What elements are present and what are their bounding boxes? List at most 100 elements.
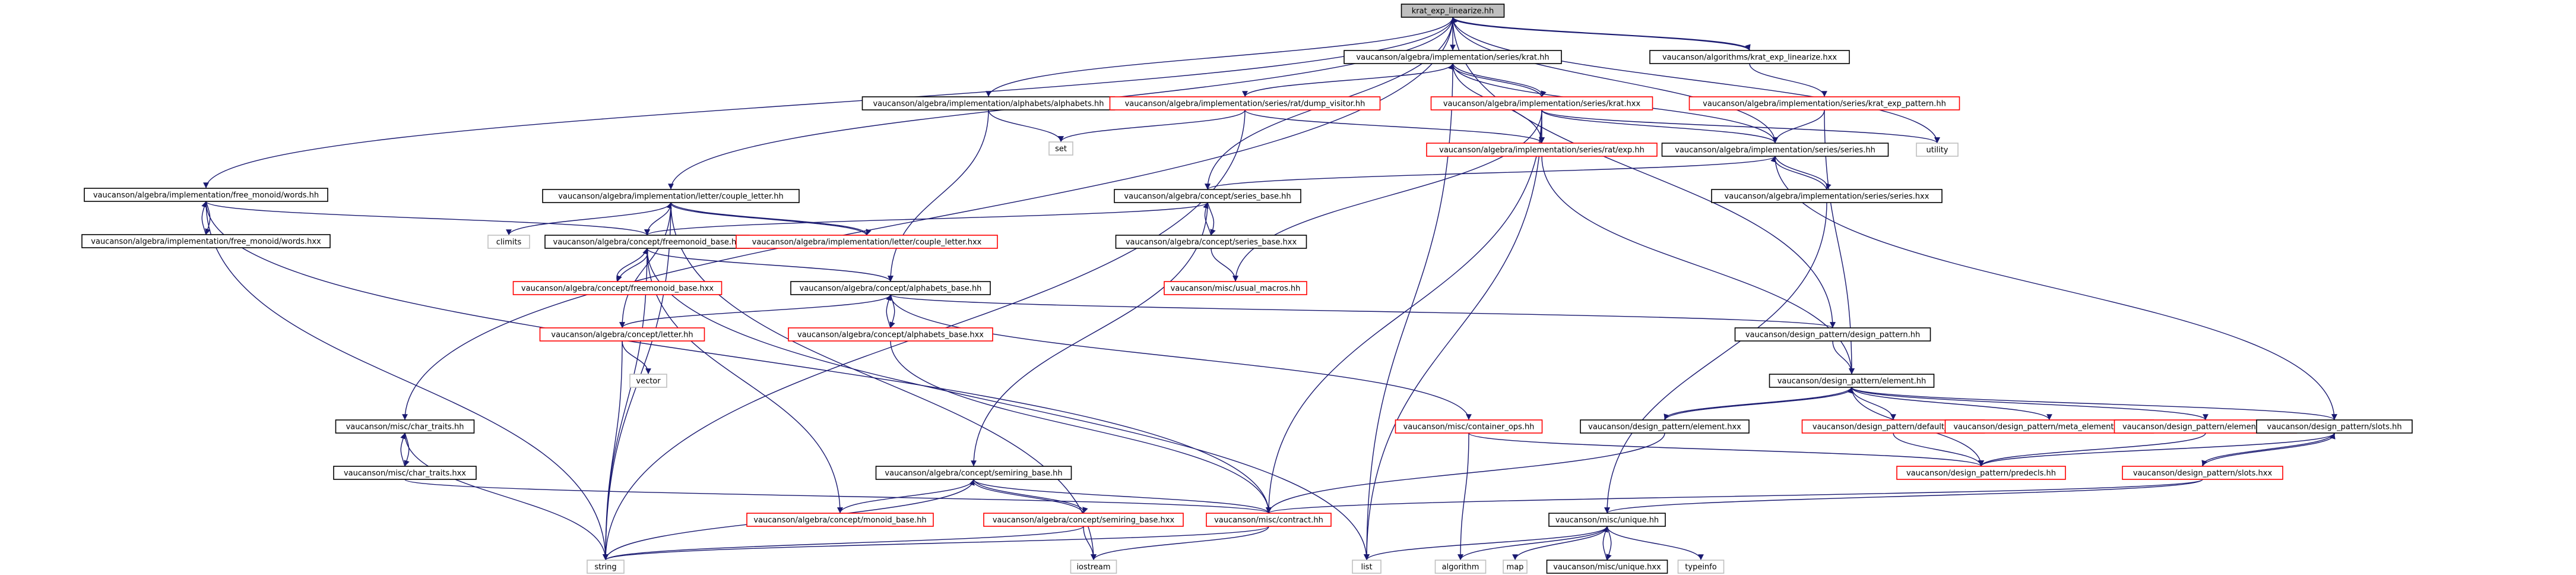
node-label-element_ops: vaucanson/design_pattern/element_ops.hh bbox=[2122, 423, 2289, 432]
node-usual_macros[interactable]: vaucanson/misc/usual_macros.hh bbox=[1164, 281, 1307, 295]
node-label-climits: climits bbox=[496, 238, 522, 247]
node-label-krat_exp_lin_hxx: vaucanson/algorithms/krat_exp_linearize.… bbox=[1662, 53, 1837, 62]
edge-krat_hxx-to-usual_macros bbox=[1232, 109, 1542, 282]
edge-series_hh-to-series_hxx bbox=[1775, 156, 1832, 190]
edge-default_ops-to-predecls bbox=[1893, 432, 1984, 467]
node-couple_letter_hh[interactable]: vaucanson/algebra/implementation/letter/… bbox=[542, 189, 800, 203]
node-box-letter_hh bbox=[539, 327, 705, 342]
edge-letter_hh-to-vector bbox=[622, 340, 651, 375]
edge-dump_visitor-to-exp_hh bbox=[1244, 109, 1545, 144]
node-dump_visitor[interactable]: vaucanson/algebra/implementation/series/… bbox=[1109, 96, 1381, 110]
edge-element_hxx-to-element_hh bbox=[1664, 387, 1853, 421]
node-element_hh[interactable]: vaucanson/design_pattern/element.hh bbox=[1769, 374, 1935, 388]
node-char_traits_hh[interactable]: vaucanson/misc/char_traits.hh bbox=[335, 419, 475, 434]
node-label-string: string bbox=[594, 563, 616, 572]
edge-alphabets_base_hxx-to-contract_hh bbox=[890, 340, 1272, 514]
edge-series_base_hh-to-semiring_base_hh bbox=[971, 202, 1208, 467]
edge-krat_hxx-to-utility bbox=[1541, 109, 1940, 144]
edge-design_pattern_hh-to-element_hh bbox=[1832, 340, 1855, 375]
node-box-couple_letter_hxx bbox=[736, 235, 998, 249]
node-alphabets_hh[interactable]: vaucanson/algebra/implementation/alphabe… bbox=[861, 96, 1116, 110]
node-semiring_base_hxx[interactable]: vaucanson/algebra/concept/semiring_base.… bbox=[983, 513, 1184, 527]
edge-krat_hxx-to-contract_hh bbox=[1266, 109, 1542, 514]
node-couple_letter_hxx[interactable]: vaucanson/algebra/implementation/letter/… bbox=[736, 235, 998, 249]
node-label-alphabets_base_hh: vaucanson/algebra/concept/alphabets_base… bbox=[800, 285, 982, 293]
edge-contract_hh-to-iostream bbox=[1091, 526, 1269, 561]
node-design_pattern_hh[interactable]: vaucanson/design_pattern/design_pattern.… bbox=[1734, 327, 1931, 342]
edge-char_traits_hxx-to-contract_hh bbox=[404, 479, 1272, 514]
node-words_hh[interactable]: vaucanson/algebra/implementation/free_mo… bbox=[84, 188, 328, 202]
node-element_hxx[interactable]: vaucanson/design_pattern/element.hxx bbox=[1580, 419, 1750, 434]
node-series_base_hxx[interactable]: vaucanson/algebra/concept/series_base.hx… bbox=[1115, 235, 1307, 249]
node-krat_hh[interactable]: vaucanson/algebra/implementation/series/… bbox=[1344, 50, 1562, 64]
edge-words_hh-to-freemonoid_base_hh bbox=[205, 201, 650, 236]
node-label-root: krat_exp_linearize.hh bbox=[1412, 7, 1494, 16]
node-iostream: iostream bbox=[1070, 560, 1117, 574]
node-monoid_base_hh[interactable]: vaucanson/algebra/concept/monoid_base.hh bbox=[746, 513, 934, 527]
node-unique_hxx[interactable]: vaucanson/misc/unique.hxx bbox=[1546, 560, 1668, 574]
node-alphabets_base_hxx[interactable]: vaucanson/algebra/concept/alphabets_base… bbox=[788, 327, 993, 342]
node-label-char_traits_hh: vaucanson/misc/char_traits.hh bbox=[346, 423, 464, 432]
node-krat_hxx[interactable]: vaucanson/algebra/implementation/series/… bbox=[1430, 96, 1653, 110]
node-label-krat_hxx: vaucanson/algebra/implementation/series/… bbox=[1443, 100, 1641, 109]
edge-slots_hh-to-slots_hxx bbox=[2201, 432, 2335, 467]
edge-krat_exp_lin_hxx-to-krat_exp_pattern bbox=[1749, 63, 1827, 97]
node-box-vector bbox=[629, 374, 667, 388]
node-series_base_hh[interactable]: vaucanson/algebra/concept/series_base.hh bbox=[1114, 189, 1301, 203]
node-container_ops[interactable]: vaucanson/misc/container_ops.hh bbox=[1395, 419, 1543, 434]
node-label-words_hxx: vaucanson/algebra/implementation/free_mo… bbox=[91, 238, 321, 247]
node-slots_hh[interactable]: vaucanson/design_pattern/slots.hh bbox=[2256, 419, 2413, 434]
node-label-design_pattern_hh: vaucanson/design_pattern/design_pattern.… bbox=[1745, 331, 1920, 340]
node-slots_hxx[interactable]: vaucanson/design_pattern/slots.hxx bbox=[2122, 466, 2283, 480]
node-exp_hh[interactable]: vaucanson/algebra/implementation/series/… bbox=[1426, 143, 1658, 157]
edge-container_ops-to-predecls bbox=[1468, 432, 1984, 467]
node-char_traits_hxx[interactable]: vaucanson/misc/char_traits.hxx bbox=[333, 466, 477, 480]
node-box-slots_hh bbox=[2256, 419, 2413, 434]
node-algorithm: algorithm bbox=[1434, 560, 1487, 574]
edge-series_hxx-to-series_hh bbox=[1770, 156, 1827, 190]
node-box-string bbox=[587, 560, 625, 574]
node-box-contract_hh bbox=[1206, 513, 1332, 527]
edge-freemonoid_base_hh-to-freemonoid_base_hxx bbox=[616, 248, 648, 282]
edge-series_hh-to-series_base_hh bbox=[1205, 156, 1776, 190]
node-semiring_base_hh[interactable]: vaucanson/algebra/concept/semiring_base.… bbox=[875, 466, 1072, 480]
node-series_hh[interactable]: vaucanson/algebra/implementation/series/… bbox=[1661, 143, 1889, 157]
node-words_hxx[interactable]: vaucanson/algebra/implementation/free_mo… bbox=[81, 234, 331, 248]
edge-semiring_base_hxx-to-semiring_base_hh bbox=[969, 479, 1084, 514]
node-series_hxx[interactable]: vaucanson/algebra/implementation/series/… bbox=[1711, 189, 1943, 203]
node-predecls[interactable]: vaucanson/design_pattern/predecls.hh bbox=[1896, 466, 2066, 480]
node-default_ops[interactable]: vaucanson/design_pattern/default_ops.hh bbox=[1801, 419, 1985, 434]
node-box-predecls bbox=[1896, 466, 2066, 480]
edge-couple_letter_hh-to-climits bbox=[506, 202, 671, 236]
node-box-algorithm bbox=[1434, 560, 1487, 574]
node-label-iostream: iostream bbox=[1076, 563, 1110, 572]
node-box-alphabets_base_hh bbox=[790, 281, 991, 295]
edge-series_base_hxx-to-usual_macros bbox=[1211, 248, 1238, 282]
edge-alphabets_base_hh-to-design_pattern_hh bbox=[890, 294, 1836, 328]
edge-freemonoid_base_hh-to-list bbox=[647, 248, 1370, 561]
edge-series_hh-to-slots_hh bbox=[1775, 156, 2337, 421]
node-krat_exp_lin_hxx[interactable]: vaucanson/algorithms/krat_exp_linearize.… bbox=[1649, 50, 1850, 64]
node-box-alphabets_base_hxx bbox=[788, 327, 993, 342]
edge-unique_hh-to-algorithm bbox=[1457, 526, 1608, 561]
node-label-letter_hh: vaucanson/algebra/concept/letter.hh bbox=[551, 331, 693, 340]
node-letter_hh[interactable]: vaucanson/algebra/concept/letter.hh bbox=[539, 327, 705, 342]
node-krat_exp_pattern[interactable]: vaucanson/algebra/implementation/series/… bbox=[1688, 96, 1960, 110]
node-box-unique_hh bbox=[1548, 513, 1666, 527]
node-box-exp_hh bbox=[1426, 143, 1658, 157]
node-unique_hh[interactable]: vaucanson/misc/unique.hh bbox=[1548, 513, 1666, 527]
edge-freemonoid_base_hxx-to-freemonoid_base_hh bbox=[616, 248, 648, 282]
edge-couple_letter_hh-to-couple_letter_hxx bbox=[670, 202, 872, 236]
edge-char_traits_hxx-to-char_traits_hh bbox=[400, 432, 406, 467]
node-freemonoid_base_hh[interactable]: vaucanson/algebra/concept/freemonoid_bas… bbox=[544, 235, 750, 249]
node-alphabets_base_hh[interactable]: vaucanson/algebra/concept/alphabets_base… bbox=[790, 281, 991, 295]
node-freemonoid_base_hxx[interactable]: vaucanson/algebra/concept/freemonoid_bas… bbox=[512, 281, 723, 295]
edge-unique_hh-to-map bbox=[1512, 526, 1608, 561]
edge-element_ops-to-predecls bbox=[1978, 432, 2206, 467]
node-box-words_hxx bbox=[81, 234, 331, 248]
node-label-unique_hxx: vaucanson/misc/unique.hxx bbox=[1553, 563, 1661, 572]
edge-slots_hxx-to-contract_hh bbox=[1266, 479, 2203, 514]
edge-unique_hxx-to-unique_hh bbox=[1602, 526, 1608, 561]
node-contract_hh[interactable]: vaucanson/misc/contract.hh bbox=[1206, 513, 1332, 527]
node-box-words_hh bbox=[84, 188, 328, 202]
